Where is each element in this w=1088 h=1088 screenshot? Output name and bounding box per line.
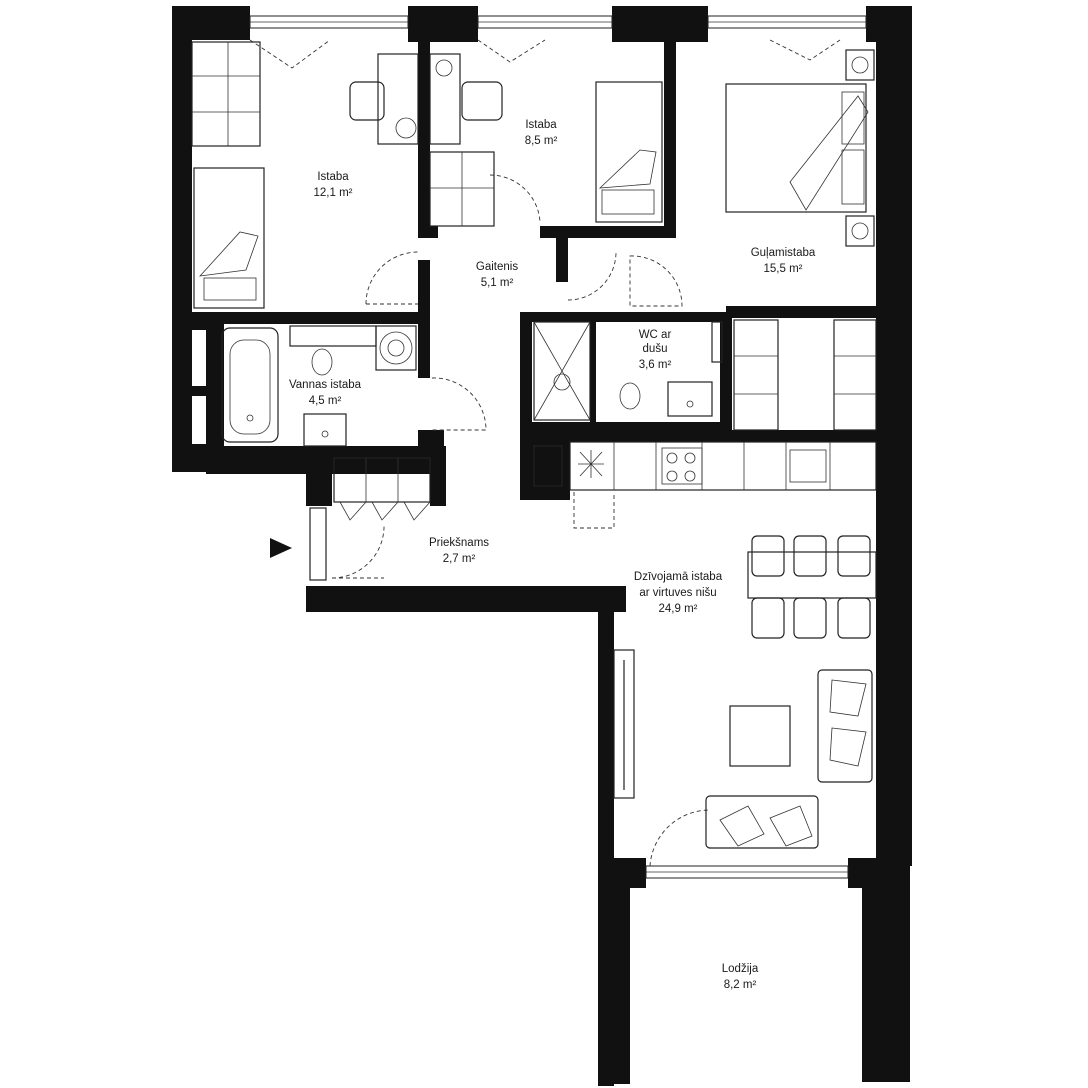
room-area: 24,9 m² bbox=[659, 603, 698, 615]
room-area: 3,6 m² bbox=[639, 359, 672, 371]
walls bbox=[172, 6, 912, 1086]
room-gulamistaba: Guļamistaba 15,5 m² bbox=[751, 247, 816, 275]
room-area: 15,5 m² bbox=[764, 263, 803, 275]
room-vannas: Vannas istaba 4,5 m² bbox=[289, 379, 362, 407]
room-name: Vannas istaba bbox=[289, 379, 362, 391]
room-dzivojama: Dzīvojamā istaba ar virtuves nišu 24,9 m… bbox=[634, 571, 723, 615]
room-area: 12,1 m² bbox=[314, 187, 353, 199]
furniture bbox=[191, 41, 877, 849]
room-gaitenis: Gaitenis 5,1 m² bbox=[476, 261, 518, 289]
windows bbox=[249, 15, 867, 879]
room-name: Istaba bbox=[525, 119, 557, 131]
room-wc: WC ar dušu 3,6 m² bbox=[639, 329, 672, 371]
doors bbox=[249, 39, 841, 867]
room-name: Dzīvojamā istaba bbox=[634, 571, 723, 583]
room-lodzija: Lodžija 8,2 m² bbox=[722, 963, 759, 991]
room-area: 8,5 m² bbox=[525, 135, 558, 147]
room-istaba-1: Istaba 12,1 m² bbox=[314, 171, 353, 199]
room-name: Gaitenis bbox=[476, 261, 518, 273]
room-name: WC ar bbox=[639, 329, 672, 341]
room-name: Istaba bbox=[317, 171, 349, 183]
room-area: 5,1 m² bbox=[481, 277, 514, 289]
room-area: 2,7 m² bbox=[443, 553, 476, 565]
room-prieksnams: Priekšnams 2,7 m² bbox=[429, 537, 489, 565]
room-name: Priekšnams bbox=[429, 537, 489, 549]
room-name: Guļamistaba bbox=[751, 247, 816, 259]
room-name-line2: dušu bbox=[643, 343, 668, 355]
room-name: Lodžija bbox=[722, 963, 759, 975]
room-name-line2: ar virtuves nišu bbox=[639, 587, 716, 599]
entrance-arrow-icon bbox=[270, 538, 292, 558]
room-area: 8,2 m² bbox=[724, 979, 757, 991]
room-istaba-2: Istaba 8,5 m² bbox=[525, 119, 558, 147]
room-area: 4,5 m² bbox=[309, 395, 342, 407]
